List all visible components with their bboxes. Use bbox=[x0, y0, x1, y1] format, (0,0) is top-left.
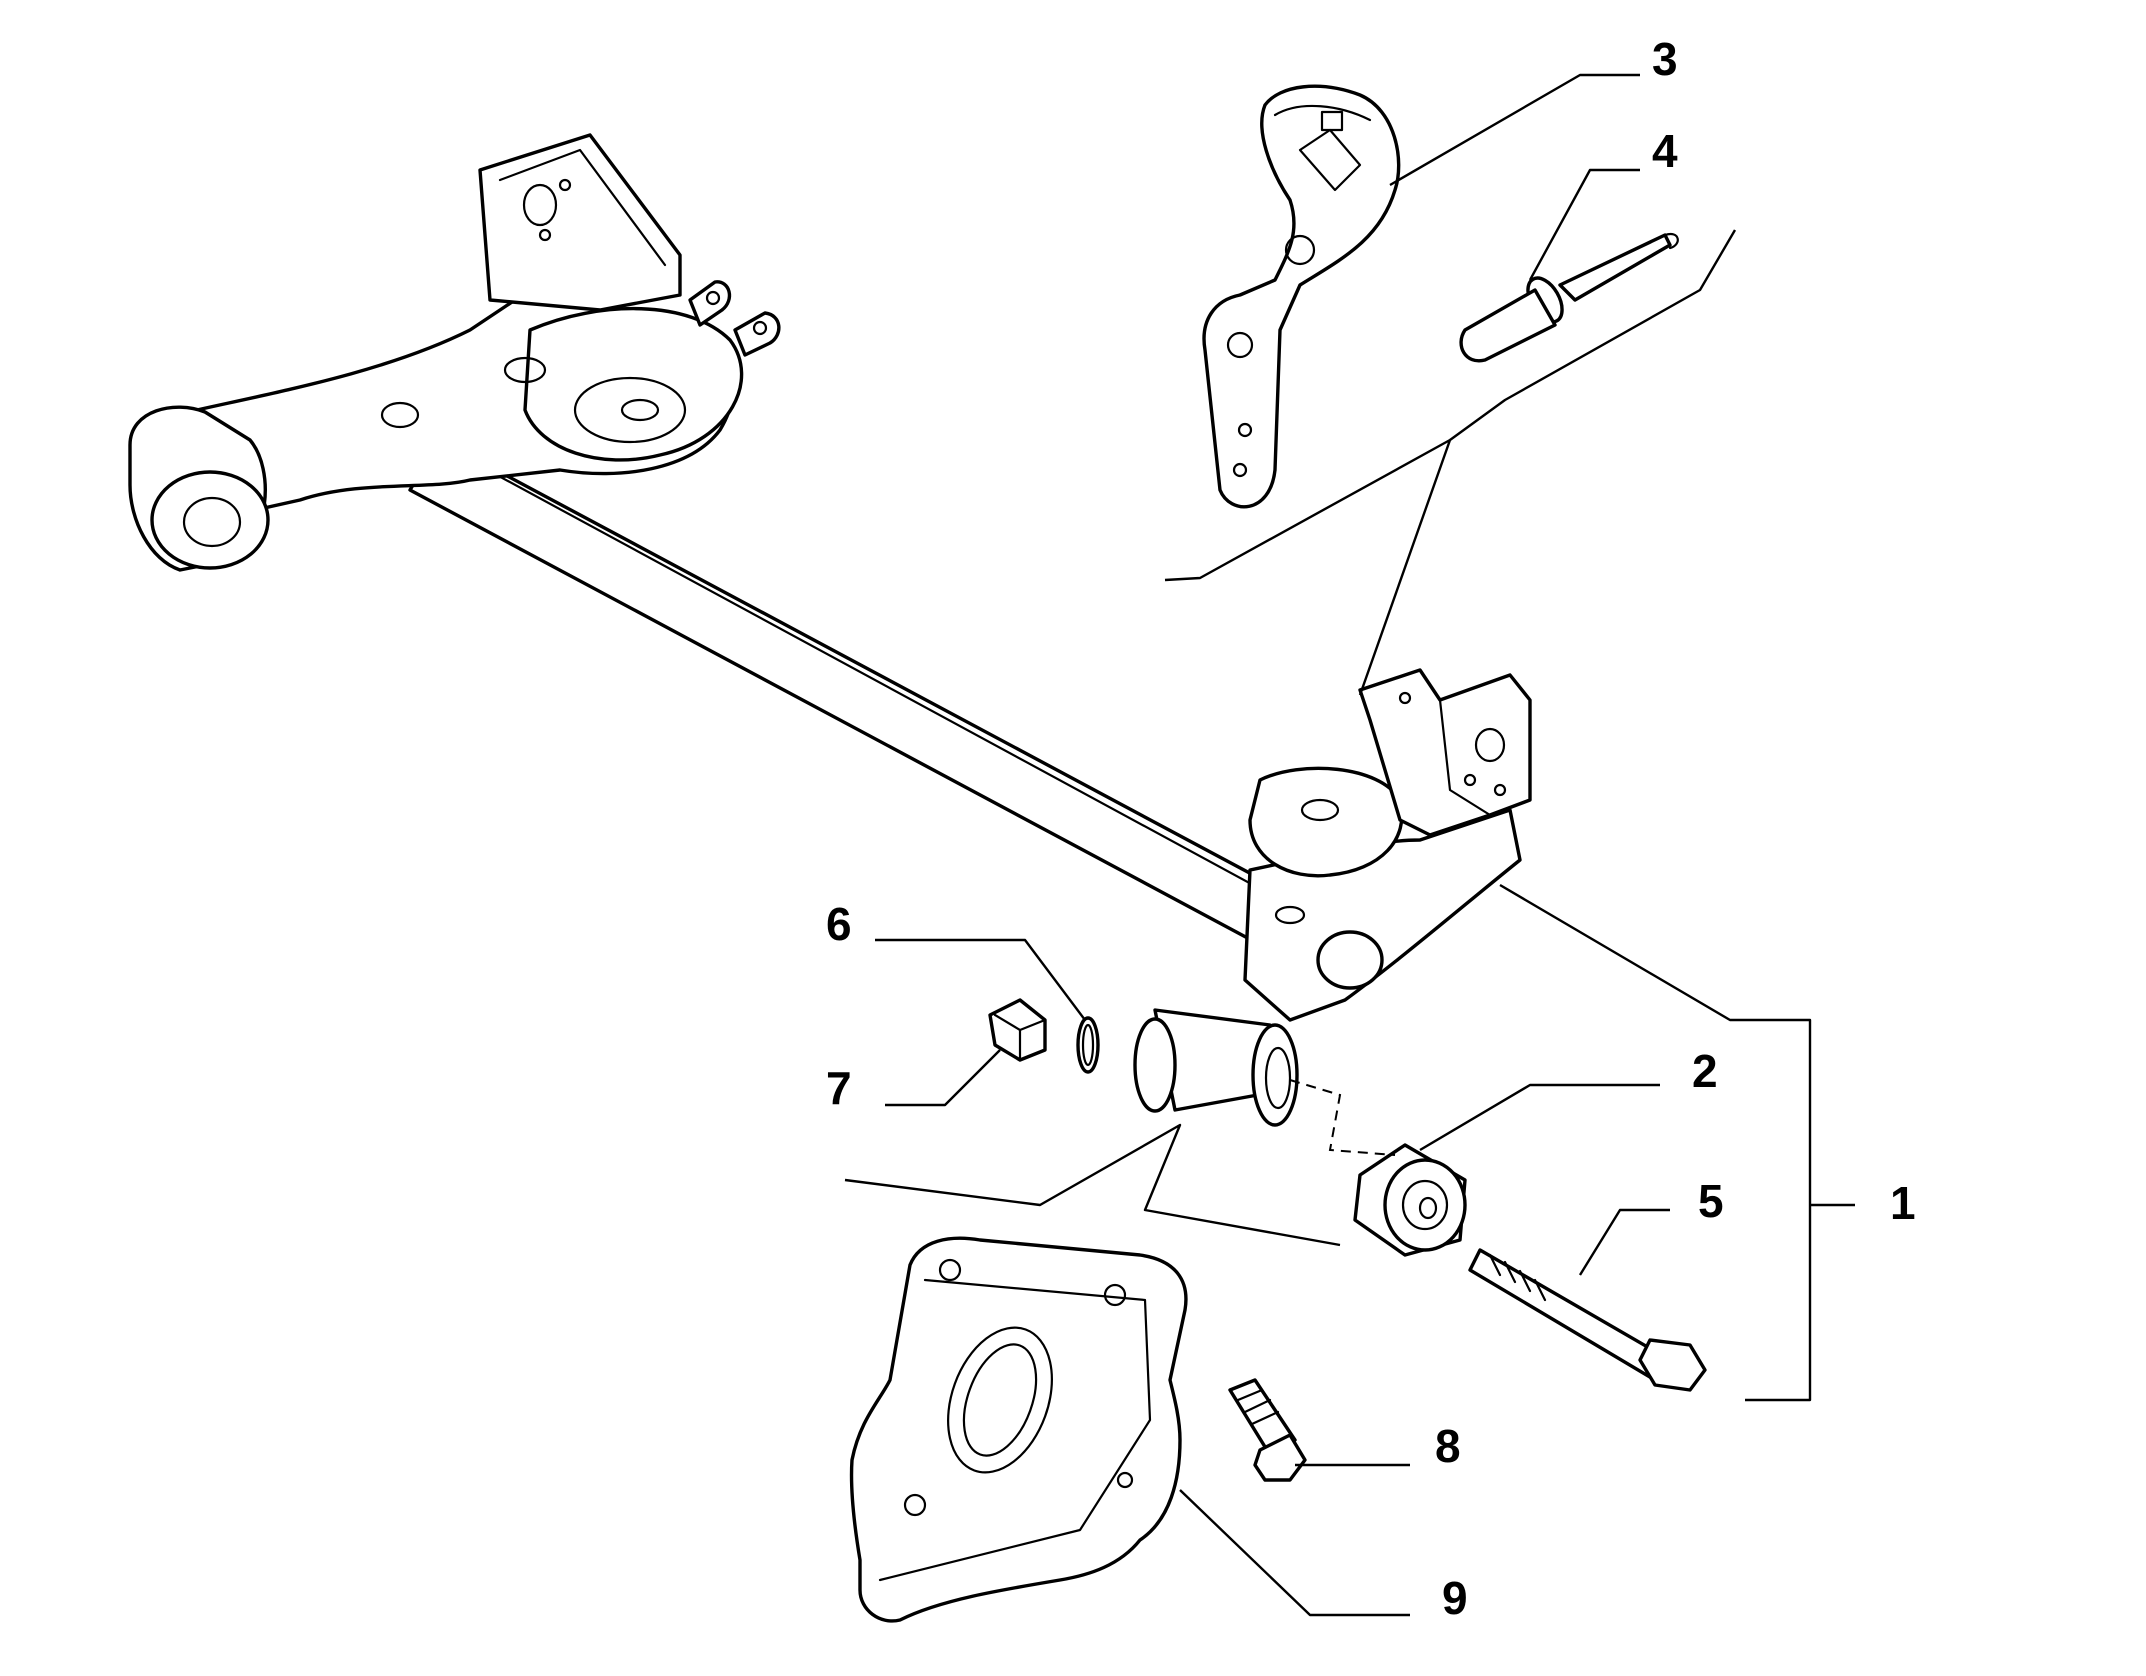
washer-ring bbox=[1076, 1016, 1100, 1074]
brake-hose-bracket bbox=[1202, 84, 1401, 509]
mounting-plate bbox=[849, 1236, 1188, 1623]
rear-axle-beam bbox=[128, 133, 1532, 1127]
callout-numbers: 1 2 3 4 5 6 7 8 9 bbox=[826, 33, 1916, 1624]
callout-9: 9 bbox=[1442, 1572, 1468, 1624]
callout-7: 7 bbox=[826, 1062, 852, 1114]
callout-1: 1 bbox=[1890, 1177, 1916, 1229]
hex-nut bbox=[988, 998, 1047, 1062]
callout-8: 8 bbox=[1435, 1420, 1461, 1472]
leader-lines bbox=[844, 73, 1855, 1617]
rubber-bush bbox=[1353, 1143, 1467, 1257]
callout-2: 2 bbox=[1692, 1045, 1718, 1097]
callout-3: 3 bbox=[1652, 33, 1678, 85]
long-bolt bbox=[1468, 1248, 1707, 1392]
callout-4: 4 bbox=[1652, 125, 1678, 177]
rivet bbox=[1459, 232, 1679, 363]
callout-6: 6 bbox=[826, 898, 852, 950]
short-bolt bbox=[1228, 1378, 1307, 1482]
callout-5: 5 bbox=[1698, 1175, 1724, 1227]
